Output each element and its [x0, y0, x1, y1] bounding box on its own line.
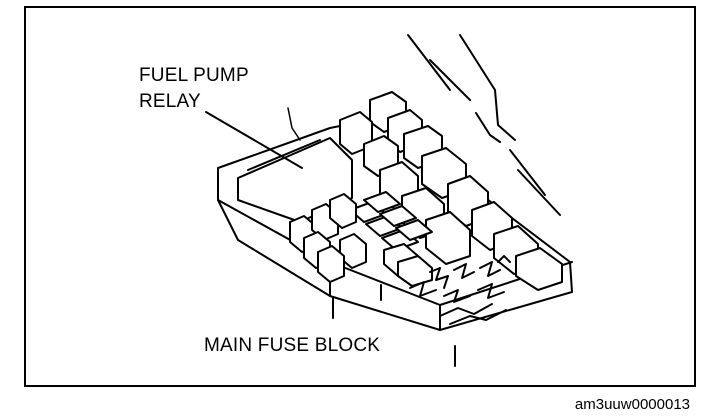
left-fuses — [289, 193, 367, 283]
fuel-pump-relay-label-line2: RELAY — [139, 91, 201, 112]
fuel-pump-relay-label-line1: FUEL PUMP — [139, 65, 249, 86]
main-fuse-block-label: MAIN FUSE BLOCK — [204, 335, 381, 356]
relay-leader-line — [205, 111, 303, 169]
main-fuse-leaders — [332, 284, 456, 367]
cable-lines — [407, 34, 561, 216]
diagram-frame — [24, 6, 696, 387]
fuel-pump-relay — [237, 107, 353, 223]
relay-boxes — [339, 91, 563, 291]
fuse-grid — [349, 191, 433, 287]
figure-id: am3uuw0000013 — [574, 396, 690, 413]
wire-squiggles — [409, 255, 511, 325]
